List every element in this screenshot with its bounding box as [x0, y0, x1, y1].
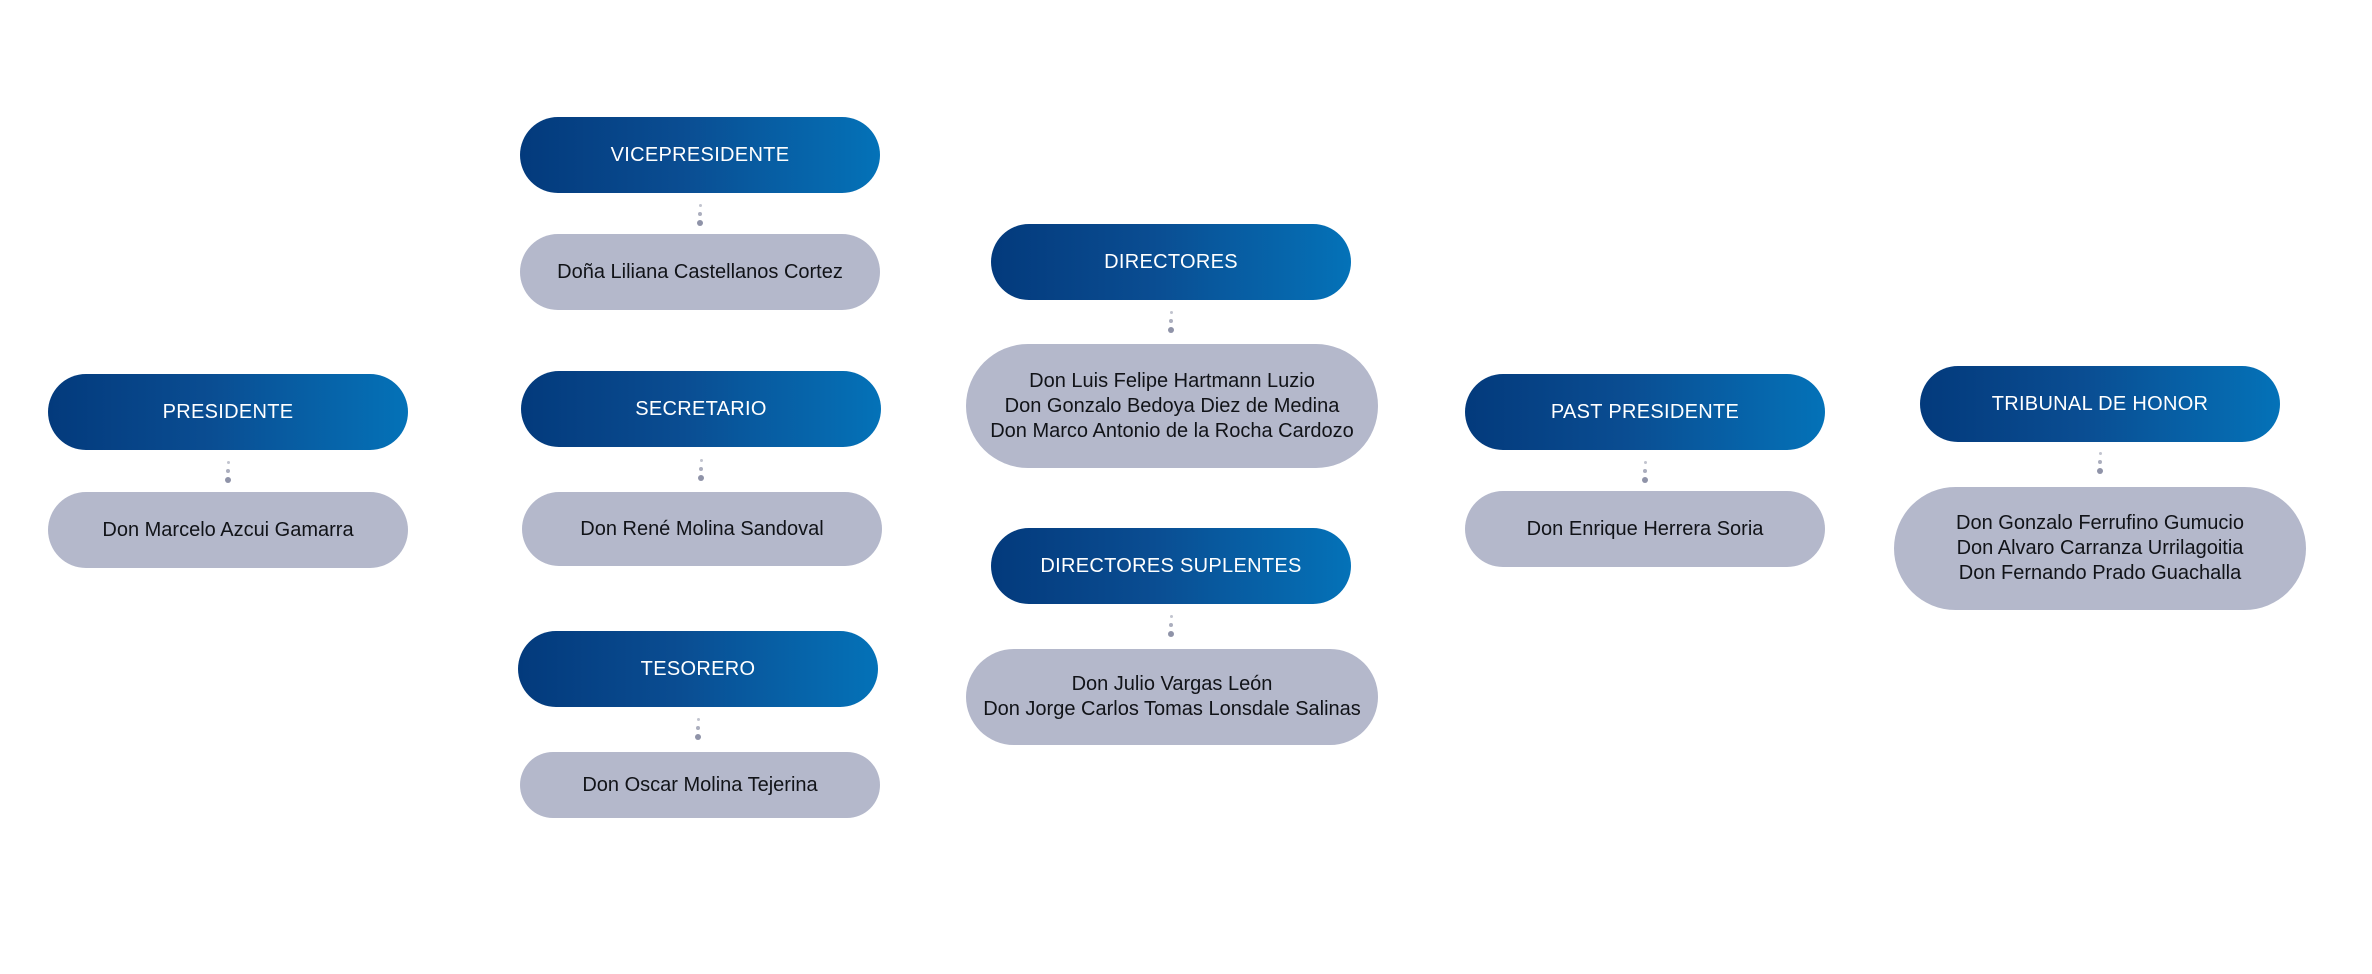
past-presidente-title: PAST PRESIDENTE — [1465, 374, 1825, 450]
tesorero-connector — [695, 718, 701, 740]
directores-suplentes-title: DIRECTORES SUPLENTES — [991, 528, 1351, 604]
tribunal-de-honor-name-3: Don Fernando Prado Guachalla — [1958, 562, 2242, 584]
directores-name-3: Don Marco Antonio de la Rocha Cardozo — [990, 419, 1354, 442]
directores-names: Don Luis Felipe Hartmann Luzio Don Gonza… — [966, 344, 1378, 468]
directores-name-2: Don Gonzalo Bedoya Diez de Medina — [1004, 394, 1340, 417]
tribunal-de-honor-title: TRIBUNAL DE HONOR — [1920, 366, 2280, 442]
vicepresidente-name: Doña Liliana Castellanos Cortez — [557, 260, 843, 283]
past-presidente-connector — [1642, 461, 1648, 483]
directores-title: DIRECTORES — [991, 224, 1351, 300]
tribunal-de-honor-name-1: Don Gonzalo Ferrufino Gumucio — [1956, 512, 2244, 534]
secretario-connector — [698, 459, 704, 481]
past-presidente-names: Don Enrique Herrera Soria — [1465, 491, 1825, 567]
past-presidente-name: Don Enrique Herrera Soria — [1526, 517, 1764, 540]
tribunal-de-honor-name-2: Don Alvaro Carranza Urrilagoitia — [1956, 537, 2244, 559]
tesorero-name: Don Oscar Molina Tejerina — [582, 773, 818, 796]
secretario-title: SECRETARIO — [521, 371, 881, 447]
tesorero-title: TESORERO — [518, 631, 878, 707]
presidente-title: PRESIDENTE — [48, 374, 408, 450]
tribunal-de-honor-names: Don Gonzalo Ferrufino Gumucio Don Alvaro… — [1894, 487, 2306, 610]
presidente-name: Don Marcelo Azcui Gamarra — [102, 518, 354, 541]
directores-suplentes-name-1: Don Julio Vargas León — [1071, 673, 1273, 695]
directores-suplentes-name-2: Don Jorge Carlos Tomas Lonsdale Salinas — [983, 698, 1361, 720]
directores-connector — [1168, 311, 1174, 333]
tribunal-de-honor-connector — [2097, 452, 2103, 474]
tesorero-names: Don Oscar Molina Tejerina — [520, 752, 880, 818]
secretario-names: Don René Molina Sandoval — [522, 492, 882, 566]
secretario-name: Don René Molina Sandoval — [580, 517, 824, 540]
vicepresidente-title: VICEPRESIDENTE — [520, 117, 880, 193]
directores-suplentes-connector — [1168, 615, 1174, 637]
directores-suplentes-names: Don Julio Vargas León Don Jorge Carlos T… — [966, 649, 1378, 745]
presidente-names: Don Marcelo Azcui Gamarra — [48, 492, 408, 568]
vicepresidente-connector — [697, 204, 703, 226]
presidente-connector — [225, 461, 231, 483]
directores-name-1: Don Luis Felipe Hartmann Luzio — [1029, 369, 1315, 392]
vicepresidente-names: Doña Liliana Castellanos Cortez — [520, 234, 880, 310]
